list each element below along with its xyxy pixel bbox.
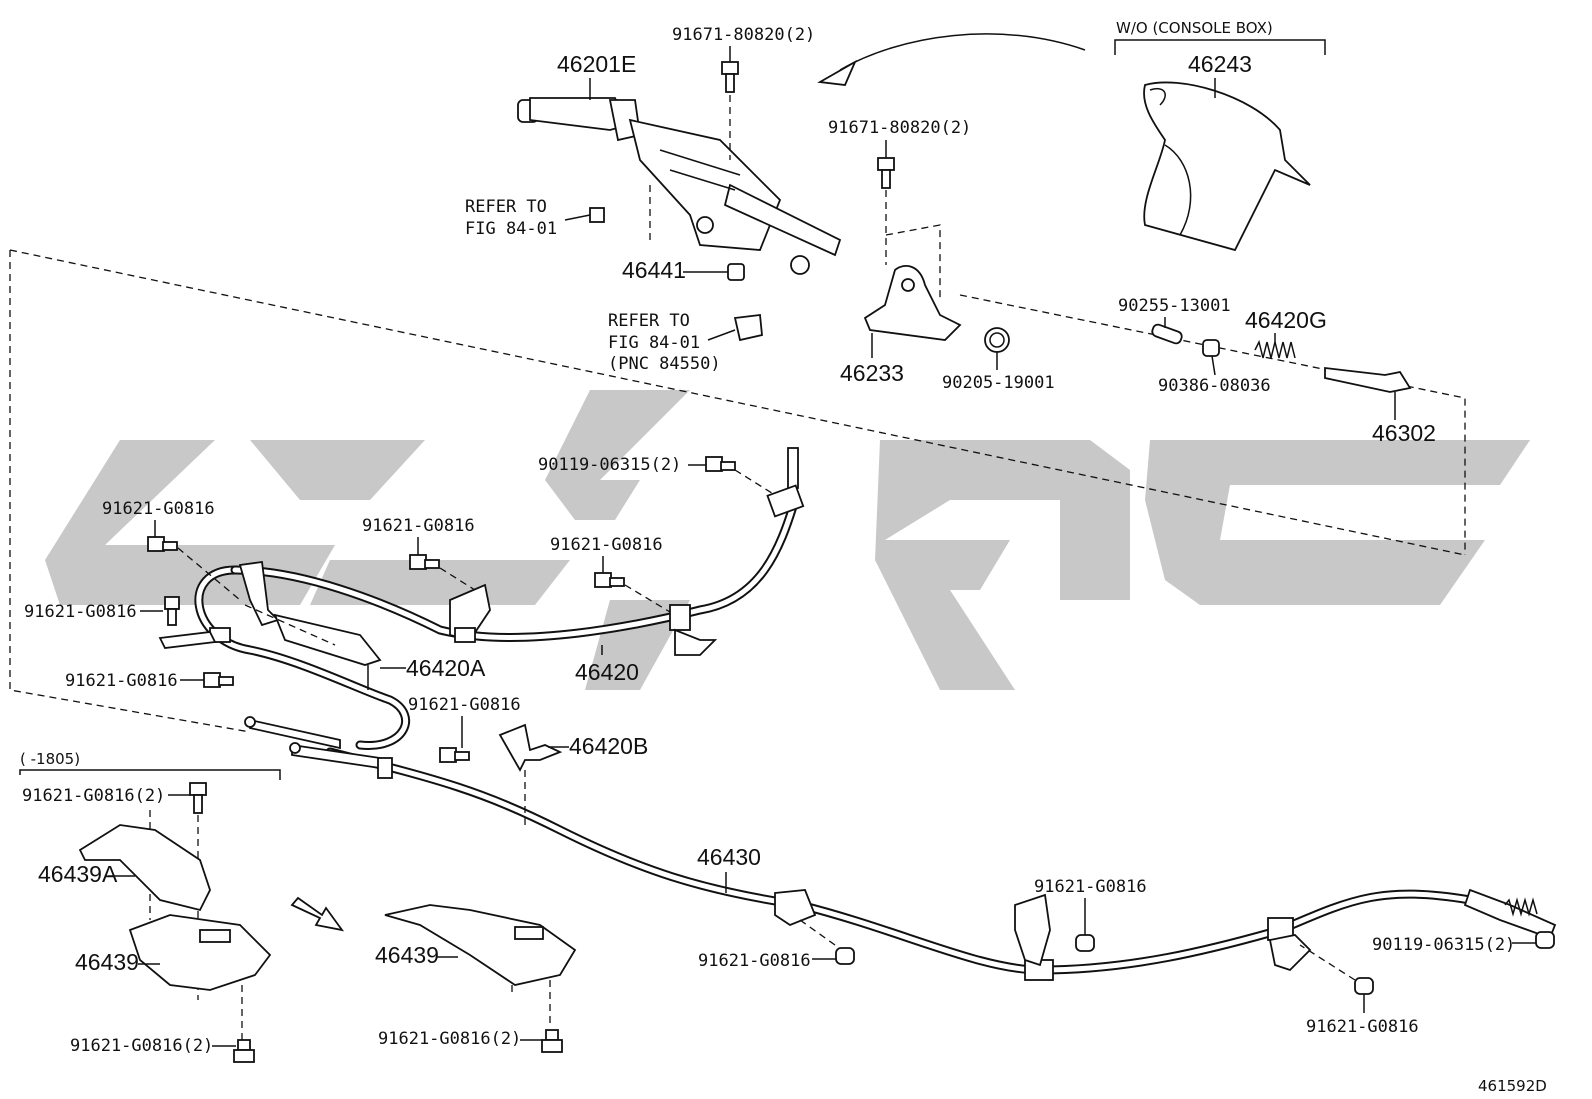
bolt-91621-h — [835, 947, 855, 965]
label-46243: 46243 — [1188, 51, 1252, 77]
bolt-91671-top — [721, 61, 739, 93]
cable-end-rear — [1463, 888, 1557, 940]
bolt-91621-i — [1075, 934, 1095, 952]
bolt-90119-a — [705, 456, 723, 472]
cover-46439-left — [128, 914, 272, 991]
label-91621-l: 91621-G0816(2) — [378, 1029, 521, 1049]
washer-90205 — [984, 327, 1010, 353]
label-91621-g: 91621-G0816(2) — [22, 786, 165, 806]
cover-46243 — [1143, 81, 1311, 252]
label-46441: 46441 — [622, 257, 686, 283]
label-46302: 46302 — [1372, 420, 1436, 446]
figure-code: 461592D — [1478, 1077, 1547, 1095]
label-91621-j: 91621-G0816 — [1306, 1017, 1419, 1037]
assembly-boundary-right — [959, 294, 1466, 555]
bolt-91621-j — [1354, 977, 1374, 995]
cover-46439A — [78, 824, 211, 912]
bolt-91621-a — [147, 536, 165, 552]
switch-84550 — [733, 313, 763, 342]
assembly-boundary-left — [9, 250, 251, 733]
refer-note-2-line3: (PNC 84550) — [608, 354, 721, 374]
equalizer-46302 — [1324, 366, 1412, 393]
label-91621-f: 91621-G0816 — [408, 695, 521, 715]
view-arrow — [839, 33, 1086, 71]
refer-note-2-line2: FIG 84-01 — [608, 333, 700, 353]
cover-46439-mid — [384, 904, 577, 986]
pin-90255 — [1151, 323, 1183, 345]
bracket-46420A — [273, 613, 382, 666]
refer-note-2-line1: REFER TO — [608, 311, 690, 331]
bolt-91671-mid — [877, 157, 895, 189]
wo-console-label: W/O (CONSOLE BOX) — [1116, 19, 1273, 37]
label-46439-left: 46439 — [75, 949, 139, 975]
cable-end-46420 — [787, 447, 799, 489]
label-91621-k: 91621-G0816(2) — [70, 1036, 213, 1056]
label-46439A: 46439A — [38, 861, 118, 887]
bolt-91621-c — [594, 572, 612, 588]
bolt-91621-l — [545, 1029, 559, 1041]
bracket-46233 — [863, 265, 962, 341]
label-91621-i: 91621-G0816 — [1034, 877, 1147, 897]
bolt-91621-d — [164, 596, 180, 610]
label-91671-top: 91671-80820(2) — [672, 25, 815, 45]
label-46420A: 46420A — [406, 655, 486, 681]
label-91621-e: 91621-G0816 — [65, 671, 178, 691]
label-91621-c: 91621-G0816 — [550, 535, 663, 555]
direction-arrow — [290, 896, 345, 932]
watermark-logo — [45, 390, 1530, 690]
label-90205: 90205-19001 — [942, 373, 1055, 393]
bolt-91621-g — [189, 782, 207, 796]
label-46420G: 46420G — [1245, 307, 1327, 333]
label-46233: 46233 — [840, 360, 904, 386]
label-90386: 90386-08036 — [1158, 376, 1271, 396]
label-91621-a: 91621-G0816 — [102, 499, 215, 519]
bolt-91621-f — [439, 747, 457, 763]
label-91621-h: 91621-G0816 — [698, 951, 811, 971]
label-91621-b: 91621-G0816 — [362, 516, 475, 536]
assembly-boundary-diagonal — [9, 249, 1466, 556]
bolt-91621-k — [237, 1039, 251, 1051]
bolt-91621-b — [409, 554, 427, 570]
label-46439-mid: 46439 — [375, 942, 439, 968]
bolt-90119-b — [1535, 931, 1555, 949]
wo-console-bracket — [1114, 39, 1326, 55]
label-46420: 46420 — [575, 659, 639, 685]
label-46430: 46430 — [697, 844, 761, 870]
bushing-90386 — [1202, 339, 1220, 357]
label-90119-a: 90119-06315(2) — [538, 455, 681, 475]
date-range-label: ( -1805) — [20, 750, 80, 768]
label-91671-mid: 91671-80820(2) — [828, 118, 971, 138]
refer-note-1-line2: FIG 84-01 — [465, 219, 557, 239]
nut-46441 — [727, 263, 745, 281]
date-range-bracket — [19, 769, 281, 780]
label-90255: 90255-13001 — [1118, 296, 1231, 316]
refer-note-1-line1: REFER TO — [465, 197, 547, 217]
label-91621-d: 91621-G0816 — [24, 602, 137, 622]
label-46201E: 46201E — [557, 51, 636, 77]
bolt-refer-1 — [589, 207, 605, 223]
label-90119-b: 90119-06315(2) — [1372, 935, 1515, 955]
parking-brake-lever — [517, 97, 842, 275]
view-arrow-head — [817, 59, 857, 86]
bolt-91621-e — [203, 672, 221, 688]
bracket-46420B — [498, 723, 563, 772]
label-46420B: 46420B — [569, 733, 648, 759]
